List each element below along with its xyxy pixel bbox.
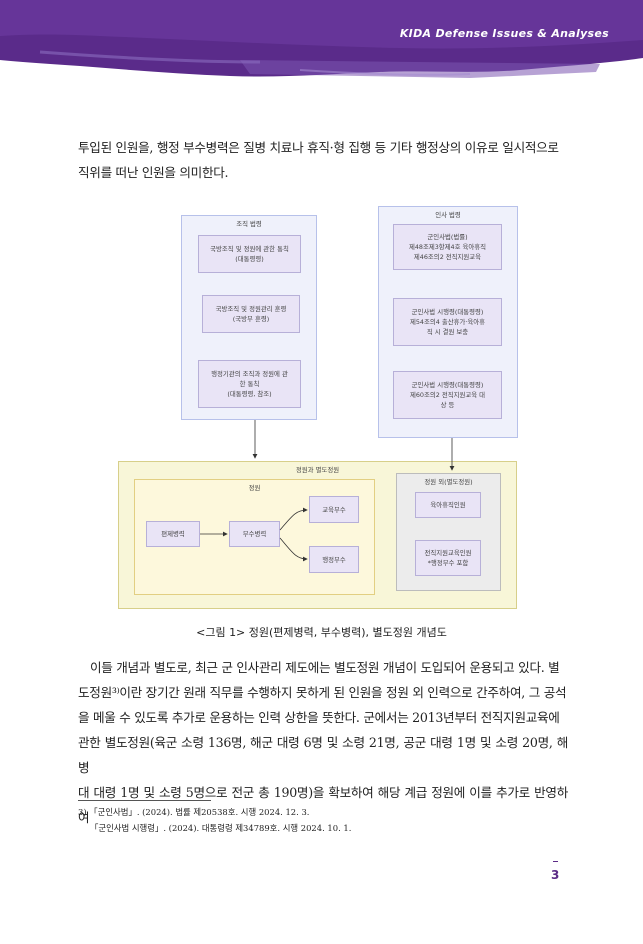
admin-auxiliary-node: 행정부수	[309, 546, 359, 573]
footnote-2: 「군인사법 시행령」. (2024). 대통령령 제34789호. 시행 202…	[90, 823, 352, 833]
org-law-item: 국방조직 및 정원에 관한 통칙 (대통령령)	[198, 235, 301, 273]
extra-quota-title: 정원 외(별도정원)	[424, 478, 473, 486]
personnel-law-title: 인사 법령	[435, 211, 461, 219]
figure-caption: <그림 1> 정원(편제병력, 부수병력), 별도정원 개념도	[196, 626, 447, 639]
personnel-law-item: 군인사법 시행령(대통령령) 제54조의4 출산휴가·육아휴 직 시 결원 보충	[393, 298, 502, 346]
transition-education-node: 전직지원교육인원 *행정부수 포함	[415, 540, 481, 576]
header-banner: KIDA Defense Issues & Analyses	[0, 0, 643, 95]
text-line: 대 대령 1명 및 소령 5명으로 전군 총 190명)을 확보하여 해당 계급…	[78, 785, 568, 825]
page-number: 3	[551, 868, 560, 882]
quota-title: 정원	[248, 484, 261, 492]
quota-and-extra-group: 정원과 별도정원	[118, 461, 517, 609]
page-number-mark	[553, 861, 558, 862]
paragraph-extra-quota: 이들 개념과 별도로, 최근 군 인사관리 제도에는 별도정원 개념이 도입되어…	[78, 655, 568, 830]
org-law-title: 조직 법령	[236, 220, 262, 228]
org-law-item: 국방조직 및 정원관리 훈령 (국방부 훈령)	[202, 295, 300, 333]
text-line: 도정원³⁾이란 장기간 원래 직무를 수행하지 못하게 된 인원을 정원 외 인…	[78, 685, 567, 700]
series-title: KIDA Defense Issues & Analyses	[399, 27, 609, 40]
auxiliary-troops-node: 부수병력	[229, 521, 280, 547]
footnote-divider	[78, 800, 211, 801]
extra-quota-group: 정원 외(별도정원)	[396, 473, 501, 591]
paragraph-intro: 투입된 인원을, 행정 부수병력은 질병 치료나 휴직·형 집행 등 기타 행정…	[78, 135, 568, 185]
education-auxiliary-node: 교육부수	[309, 496, 359, 523]
text-line: 투입된 인원을, 행정 부수병력은 질병 치료나 휴직·형 집행 등 기타 행정…	[78, 140, 559, 155]
regular-troops-node: 편제병력	[146, 521, 200, 547]
connector-auxiliary-to-education	[279, 507, 308, 531]
org-law-group: 조직 법령	[181, 215, 317, 420]
brush-stroke-graphic	[0, 0, 643, 78]
org-law-item: 행정기관의 조직과 정원에 관 한 통칙 (대통령령, 참조)	[198, 360, 301, 408]
personnel-law-item: 군인사법(법률) 제48조제3항제4호 육아휴직 제46조의2 전직지원교육	[393, 224, 502, 270]
text-line: 이들 개념과 별도로, 최근 군 인사관리 제도에는 별도정원 개념이 도입되어…	[90, 660, 560, 675]
quota-and-extra-title: 정원과 별도정원	[295, 466, 340, 474]
personnel-law-group: 인사 법령	[378, 206, 518, 438]
text-line: 직위를 떠난 인원을 의미한다.	[78, 165, 229, 180]
text-line: 을 메울 수 있도록 추가로 운용하는 인력 상한을 뜻한다. 군에서는 201…	[78, 710, 560, 725]
quota-group: 정원	[134, 479, 375, 595]
personnel-law-item: 군인사법 시행령(대통령령) 제60조의2 전직지원교육 대 상 등	[393, 371, 502, 419]
connector-auxiliary-to-admin	[279, 537, 308, 562]
text-line: 관한 별도정원(육군 소령 136명, 해군 대령 6명 및 소령 21명, 공…	[78, 735, 568, 775]
footnote-1: 3) 「군인사법」. (2024). 법률 제20538호. 시행 2024. …	[78, 807, 310, 817]
childcare-leave-node: 육아휴직인원	[415, 492, 481, 518]
